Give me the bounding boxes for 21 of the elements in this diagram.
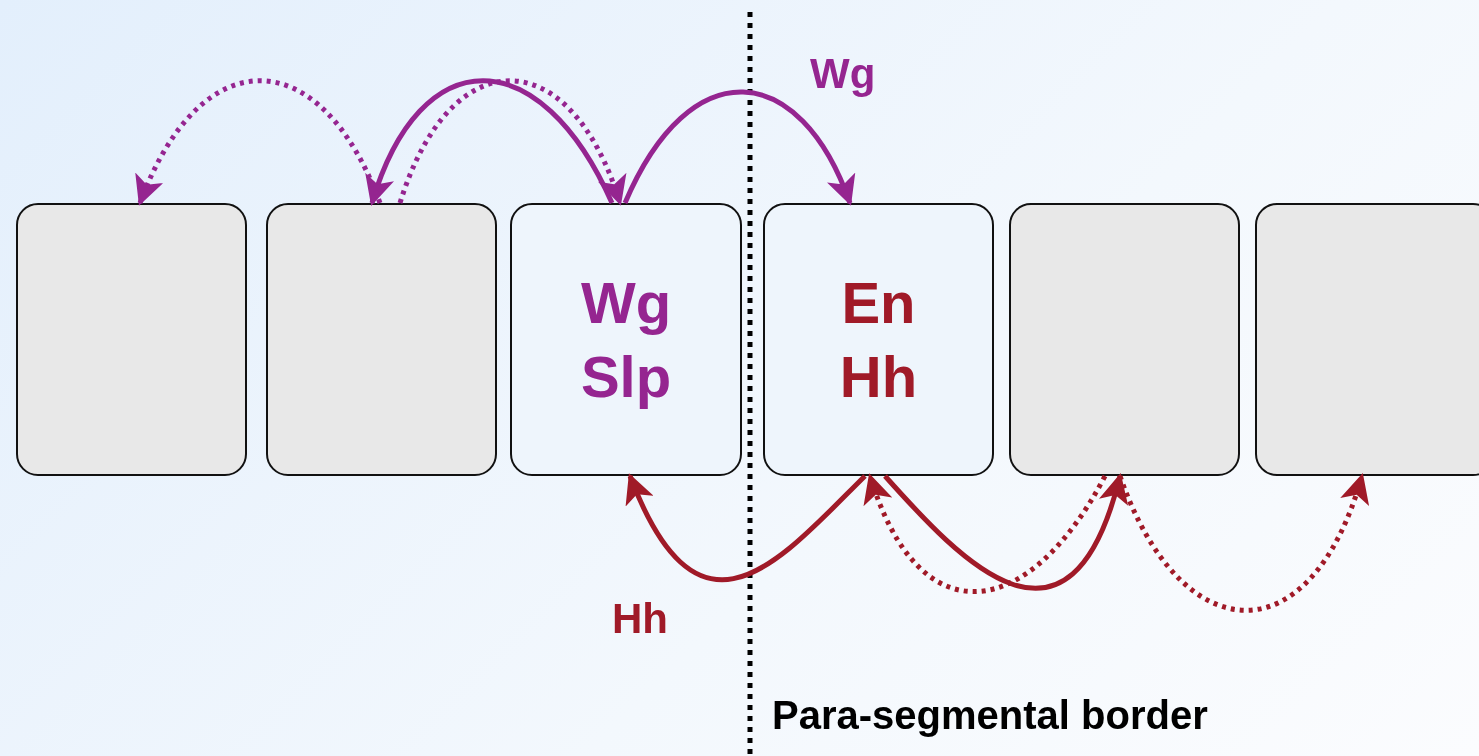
- arrow: [397, 78, 625, 206]
- cell-box: [16, 203, 247, 476]
- protein-label: Wg: [580, 268, 672, 337]
- arrow: [367, 78, 615, 206]
- arrow: [627, 473, 867, 583]
- cell-box: [1255, 203, 1479, 476]
- arrow: [1117, 473, 1368, 613]
- cell-box: [266, 203, 497, 476]
- arrow: [622, 89, 854, 206]
- arrow: [136, 78, 383, 206]
- cell-box: [763, 203, 994, 476]
- arrow: [883, 473, 1127, 591]
- border-label: Para-segmental border: [772, 692, 1208, 738]
- edge-label: Hh: [612, 595, 668, 643]
- cell-box: [1009, 203, 1240, 476]
- cell-box: [510, 203, 742, 476]
- arrow: [865, 473, 1108, 594]
- edge-label: Wg: [810, 50, 876, 98]
- protein-label: Slp: [580, 342, 672, 411]
- protein-label: En: [841, 268, 916, 337]
- protein-label: Hh: [839, 342, 918, 411]
